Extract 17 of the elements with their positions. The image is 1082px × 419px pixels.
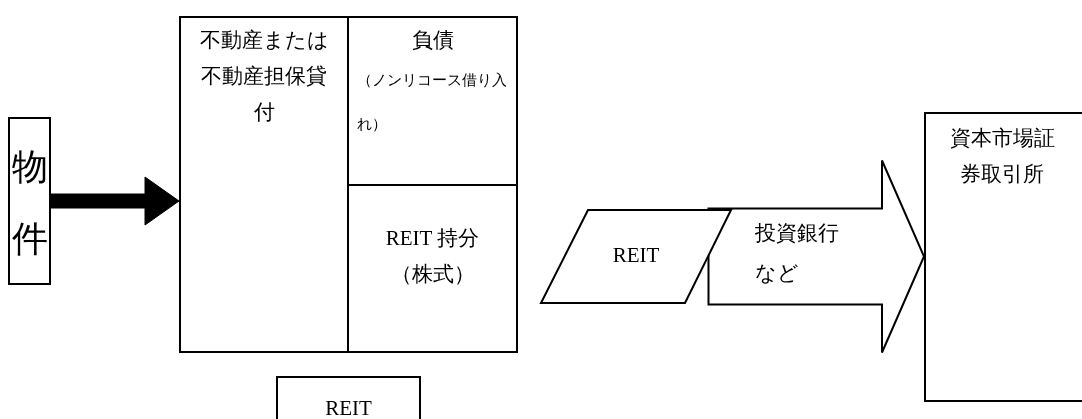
equity-cell <box>347 184 518 353</box>
reit-caption-box <box>276 376 421 419</box>
equity-note: （株式） <box>389 261 476 288</box>
property-box <box>8 117 51 285</box>
asset-label: 不動産または不動産担保貸付 <box>198 27 330 126</box>
reit-caption: REIT <box>324 395 373 419</box>
liability-note: （ノンリコース借り入れ） <box>357 71 508 134</box>
thick-arrow <box>50 176 180 226</box>
asset-cell <box>179 16 349 353</box>
market-box <box>924 112 1082 402</box>
market-label: 資本市場証券取引所 <box>948 125 1056 188</box>
equity-label: REIT 持分 <box>384 225 481 252</box>
property-label: 物件 <box>11 146 48 261</box>
liability-cell <box>347 16 518 186</box>
reit-label: REIT <box>611 242 661 269</box>
reit-parallelogram <box>540 209 732 304</box>
liability-heading: 負債 <box>410 27 455 54</box>
